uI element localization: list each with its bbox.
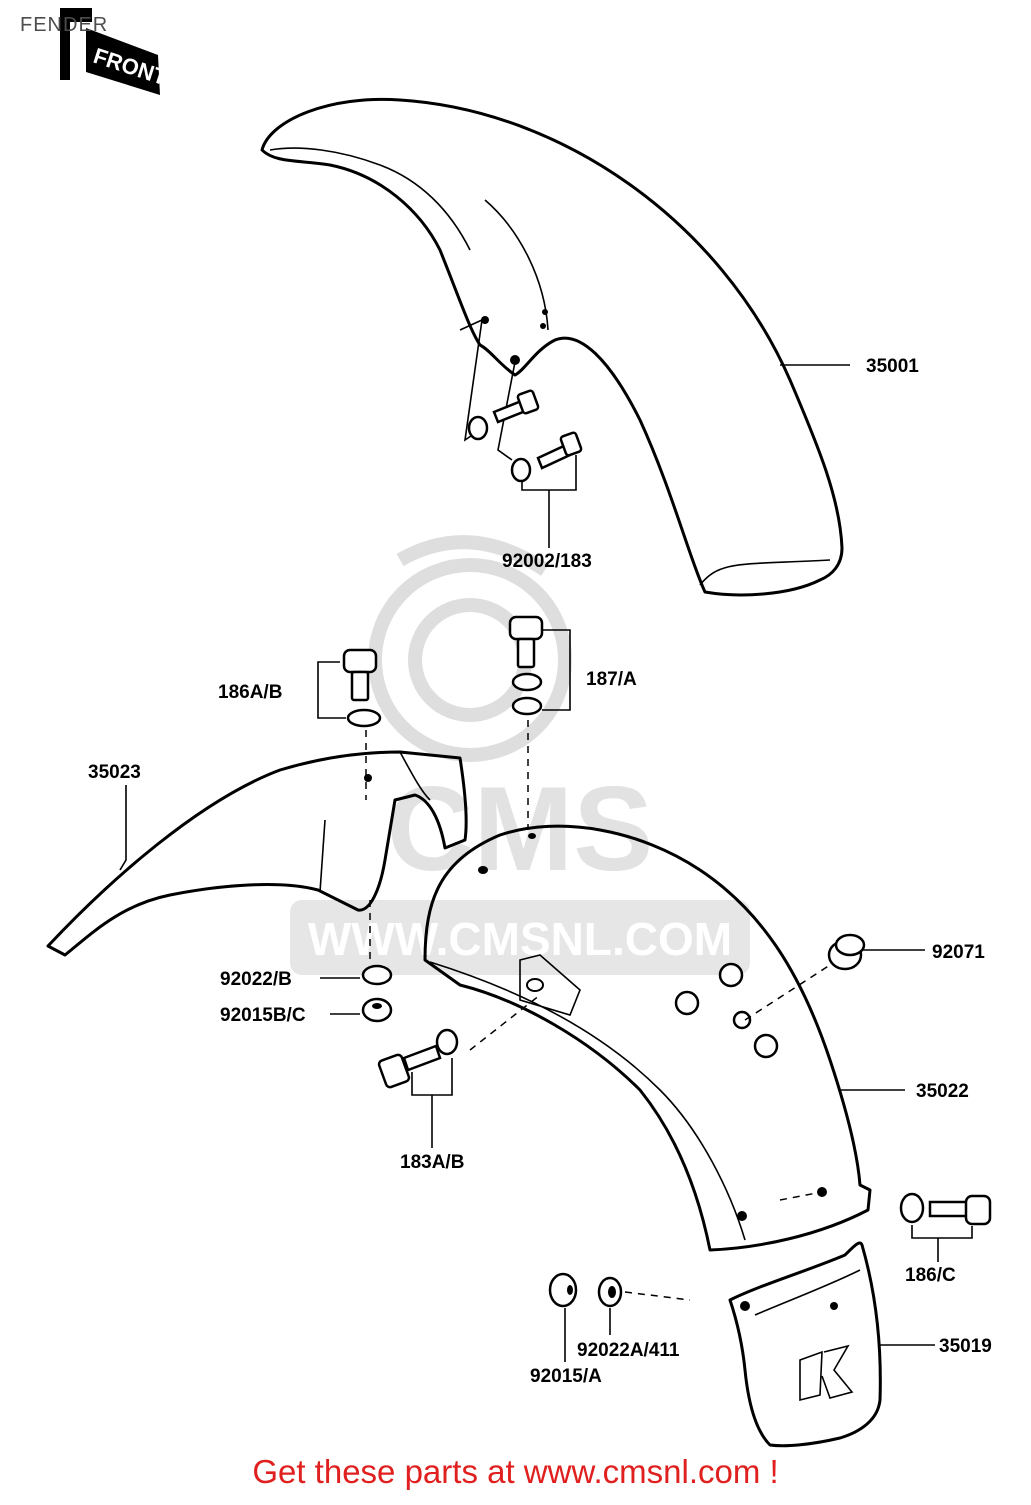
washer-nut-92022B-92015BC: [320, 964, 393, 1023]
label-92015B-C: 92015B/C: [220, 1005, 306, 1026]
label-35019: 35019: [939, 1336, 992, 1357]
watermark-logo: CMS WWW.CMSNL.COM: [290, 535, 750, 975]
label-35022: 35022: [916, 1081, 969, 1102]
label-92022-B: 92022/B: [220, 969, 292, 990]
label-183A-B: 183A/B: [400, 1152, 464, 1173]
page-title: FENDER: [20, 14, 109, 36]
label-92015-A: 92015/A: [530, 1366, 602, 1387]
label-186A-B: 186A/B: [218, 682, 282, 703]
grommet-92071: [827, 933, 925, 971]
bolt-187-A: [508, 615, 571, 830]
bolt-186-C: [899, 1192, 992, 1262]
bolt-186A-B: [317, 648, 382, 800]
watermark-url: WWW.CMSNL.COM: [308, 913, 732, 965]
washer-nut-92022A-92015A: [548, 1272, 691, 1362]
label-35023: 35023: [88, 762, 141, 783]
fender-piece-35023: [46, 750, 468, 960]
footer-link-text[interactable]: Get these parts at www.cmsnl.com !: [252, 1453, 779, 1490]
bolt-set-92002-183: [467, 389, 583, 548]
label-35001: 35001: [866, 356, 919, 377]
mud-flap-35019: [728, 1241, 935, 1448]
label-92022A-411: 92022A/411: [577, 1340, 680, 1361]
bolt-183A-B: [377, 1028, 459, 1148]
front-fender-35001: [260, 97, 844, 597]
label-92071: 92071: [932, 942, 985, 963]
label-186-C: 186/C: [905, 1265, 956, 1286]
leader-35023: [119, 785, 127, 871]
label-187-A: 187/A: [586, 669, 637, 690]
label-92002-183: 92002/183: [502, 551, 592, 572]
rear-fender-35022: [423, 824, 872, 1252]
